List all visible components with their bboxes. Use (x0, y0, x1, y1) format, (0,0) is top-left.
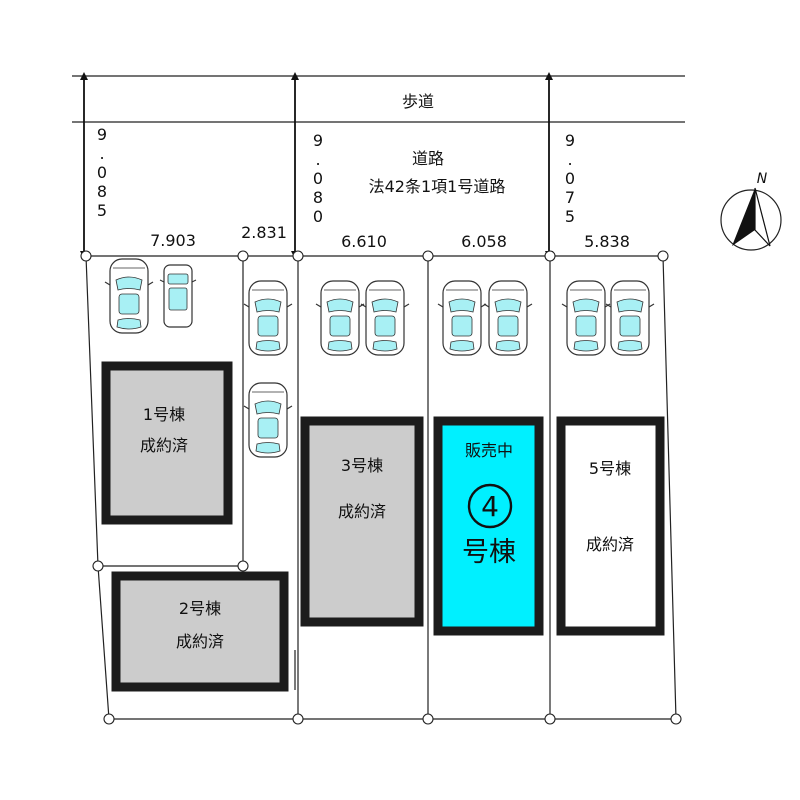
building-4-suffix: 号棟 (462, 537, 516, 568)
width-label-3: 6.610 (341, 232, 387, 251)
width-label-1: 7.903 (150, 231, 196, 250)
building-4-number: 4 (481, 490, 499, 523)
road-law-label: 法42条1項1号道路 (369, 177, 506, 196)
building-3-status: 成約済 (338, 502, 386, 521)
width-label-2: 2.831 (241, 223, 287, 242)
building-5-name: 5号棟 (589, 459, 631, 478)
building-4-number-circle (467, 483, 513, 529)
road-name: 道路 (412, 149, 444, 168)
building-2-status: 成約済 (176, 632, 224, 651)
building-4[interactable]: 販売中 4 号棟 (433, 416, 544, 636)
car-icon (159, 264, 197, 328)
width-label-4: 6.058 (461, 232, 507, 251)
building-1[interactable]: 1号棟 成約済 (101, 361, 233, 525)
car-icon (315, 280, 365, 356)
building-2-name: 2号棟 (179, 599, 221, 618)
car-icon (483, 280, 533, 356)
lot-boundaries (85, 255, 677, 720)
building-4-status: 販売中 (465, 441, 513, 460)
sidewalk-label: 歩道 (402, 92, 434, 111)
building-1-name: 1号棟 (143, 405, 185, 424)
car-icon (104, 258, 154, 334)
compass-label: N (757, 171, 768, 187)
building-1-status: 成約済 (140, 436, 188, 455)
car-icon (561, 280, 611, 356)
compass-needle-icon (732, 188, 755, 246)
building-3[interactable]: 3号棟 成約済 (300, 416, 424, 627)
north-compass: N (720, 171, 782, 251)
width-label-5: 5.838 (584, 232, 630, 251)
building-3-name: 3号棟 (341, 456, 383, 475)
car-icon (243, 382, 293, 458)
car-icon (437, 280, 487, 356)
car-icon (605, 280, 655, 356)
building-2[interactable]: 2号棟 成約済 (111, 571, 289, 692)
car-icon (360, 280, 410, 356)
car-icon (243, 280, 293, 356)
boundary-markers (80, 250, 682, 725)
building-5[interactable]: 5号棟 成約済 (556, 416, 665, 636)
building-5-status: 成約済 (586, 535, 634, 554)
